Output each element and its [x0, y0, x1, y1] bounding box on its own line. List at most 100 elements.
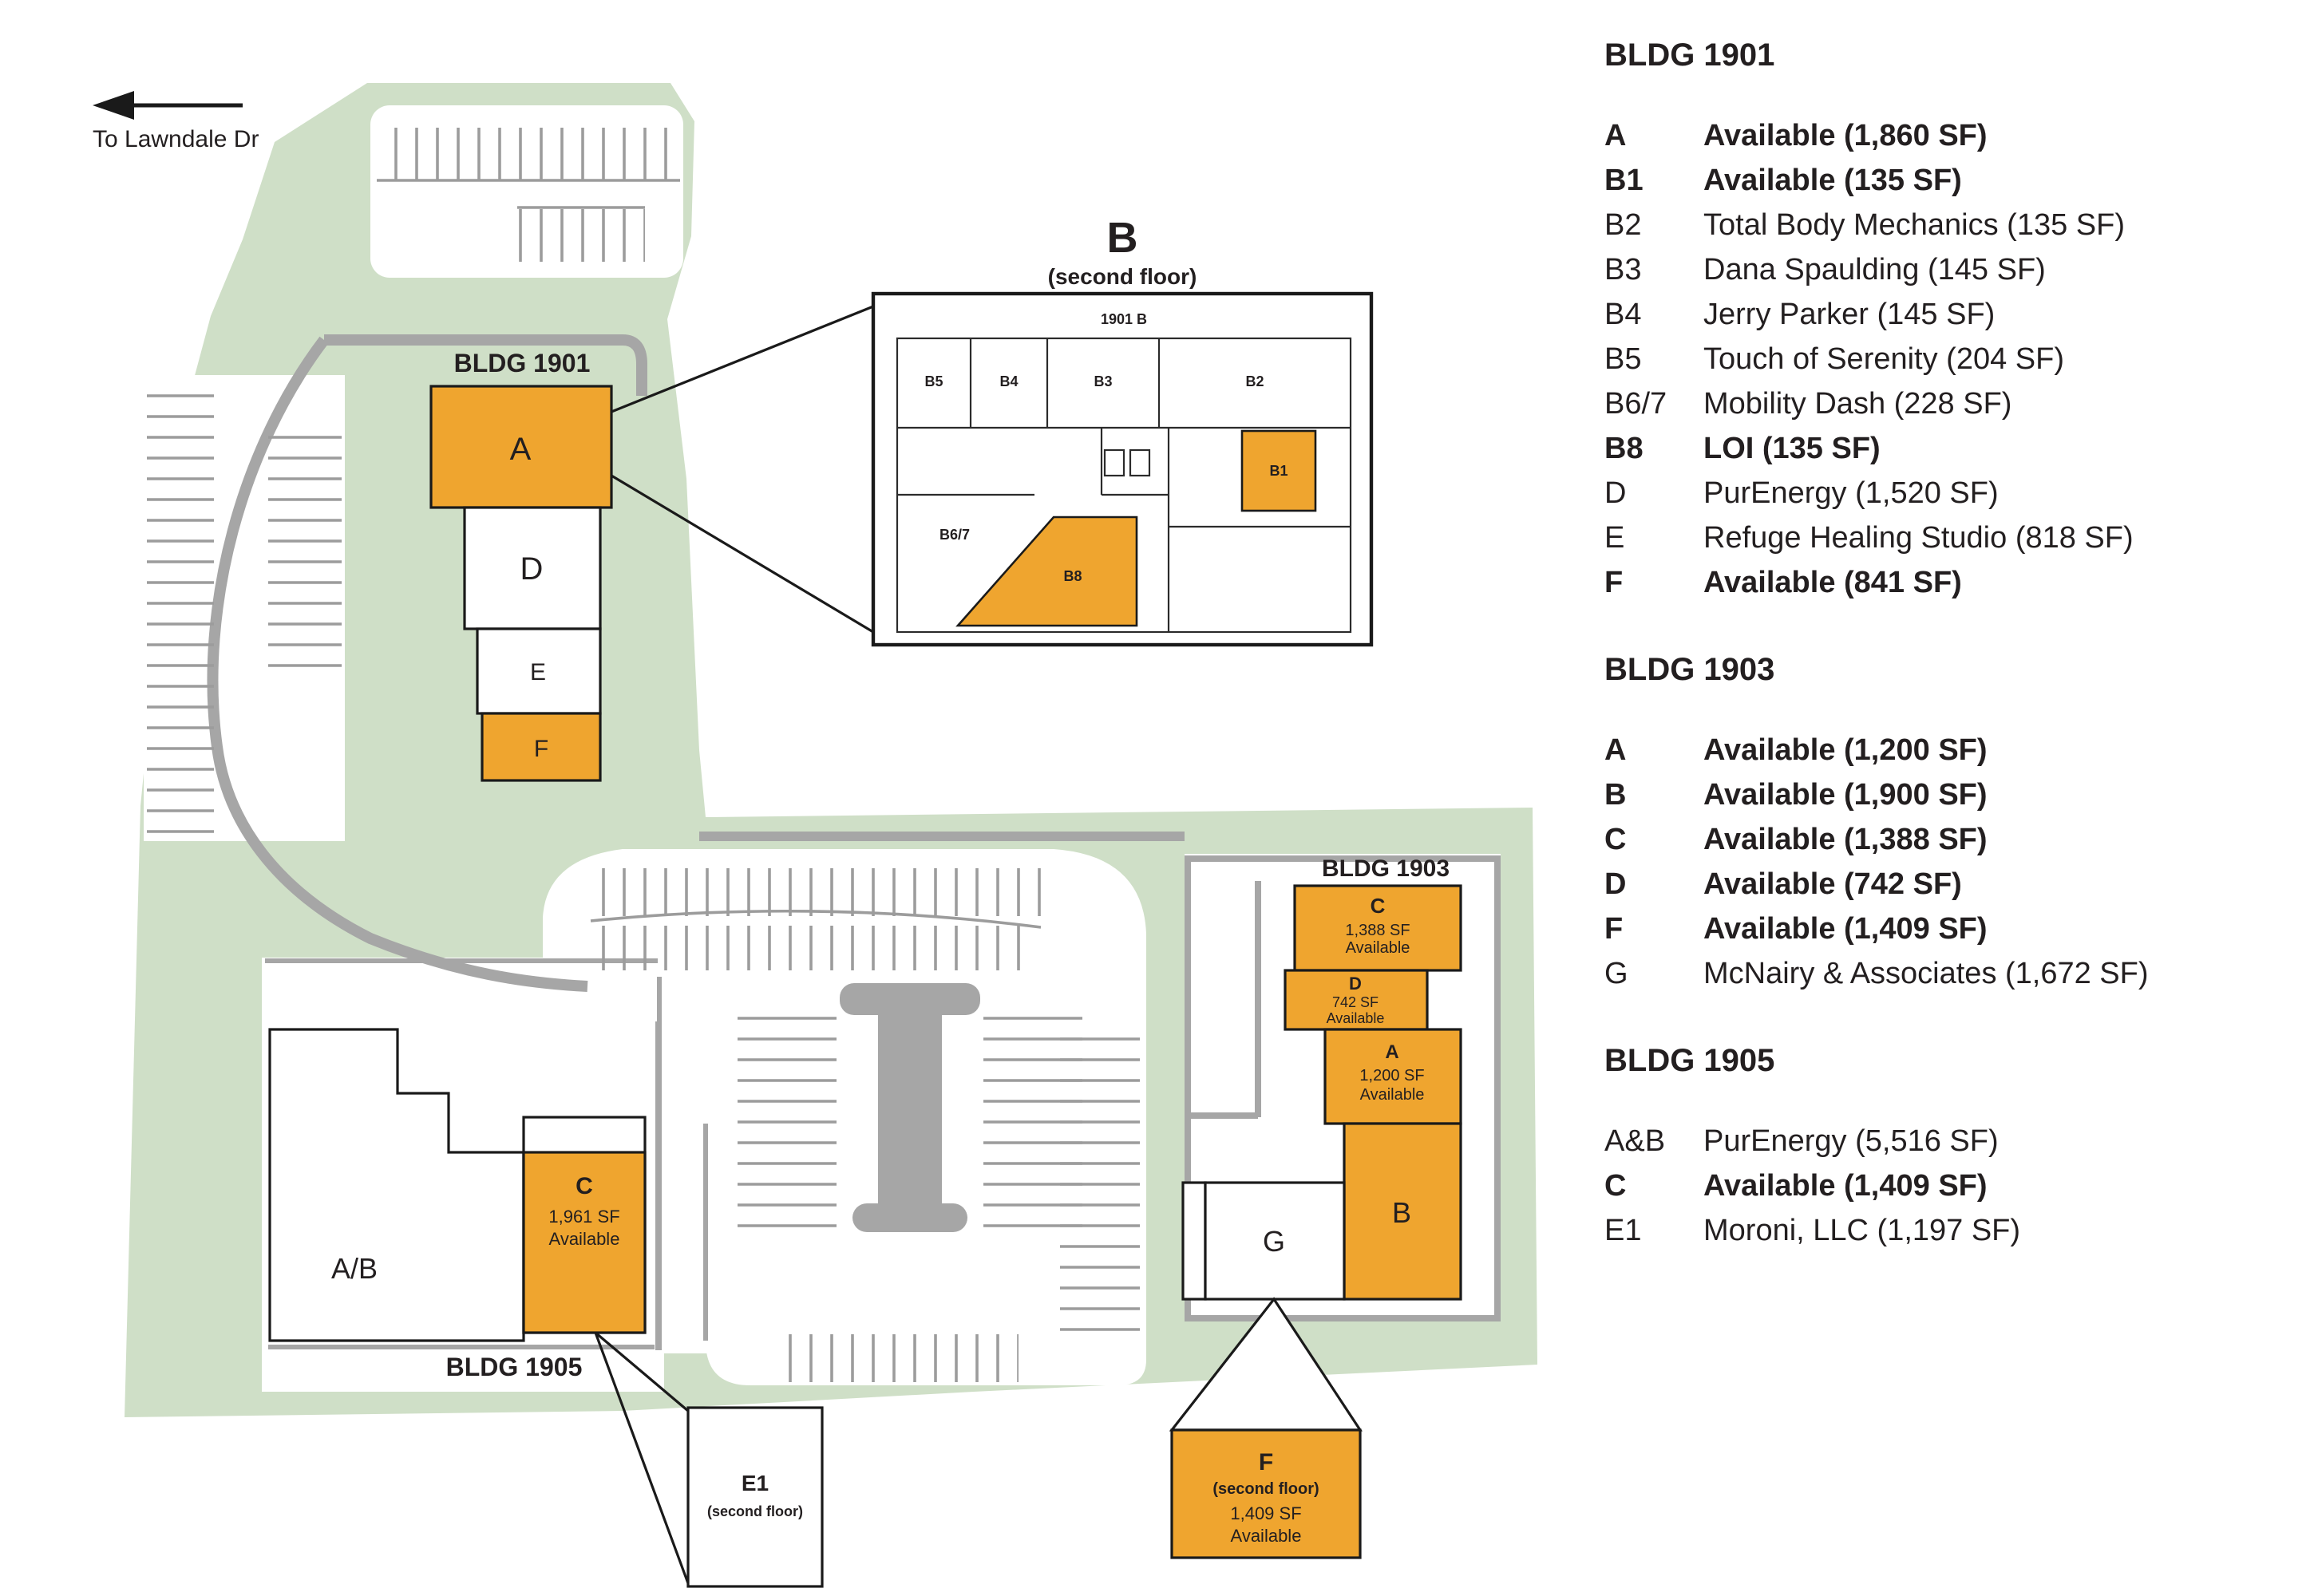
inset-title: B	[1107, 214, 1138, 262]
legend-unit-code: F	[1604, 913, 1624, 946]
legend-section-1905: BLDG 1905 A&B PurEnergy (5,516 SF) C Avail…	[1604, 1044, 2316, 1254]
bldg-1905-unit-ab-label: A/B	[331, 1252, 378, 1285]
legend-row: D Available (742 SF)	[1604, 863, 2316, 908]
f-callout-code: F	[1259, 1449, 1273, 1476]
bldg-1903-unit-d-code: D	[1349, 974, 1362, 994]
f-callout-status: Available	[1231, 1526, 1302, 1546]
legend-unit-code: D	[1604, 868, 1627, 902]
legend-unit-desc: Available (1,200 SF)	[1703, 734, 1988, 768]
legend-unit-desc: McNairy & Associates (1,672 SF)	[1703, 958, 2149, 991]
bldg-1905-unit-ab	[268, 1028, 525, 1342]
legend-unit-code: A	[1604, 734, 1627, 768]
legend-row: B6/7 Mobility Dash (228 SF)	[1604, 383, 2316, 428]
bldg-1903-unit-b-label: B	[1392, 1196, 1411, 1229]
bldg-1901-unit-a-label: A	[510, 432, 532, 467]
bldg-1903-unit-c-sf: 1,388 SF	[1345, 922, 1410, 939]
legend-unit-code: B8	[1604, 433, 1644, 466]
bldg-1903-unit-a	[1323, 1028, 1462, 1125]
legend-section-title: BLDG 1903	[1604, 653, 1775, 688]
legend-row: C Available (1,409 SF)	[1604, 1165, 2316, 1210]
bldg-1903-unit-b	[1343, 1122, 1462, 1301]
inset-room-b1-label: B1	[1269, 463, 1288, 479]
legend-unit-code: E	[1604, 522, 1625, 555]
legend-unit-desc: Mobility Dash (228 SF)	[1703, 388, 2012, 421]
inset-connector-lines	[611, 305, 874, 634]
bldg-1901-unit-d	[463, 506, 602, 630]
legend-section-title: BLDG 1901	[1604, 38, 1775, 73]
bldg-1903-unit-d-status: Available	[1327, 1010, 1385, 1026]
legend-row: B1 Available (135 SF)	[1604, 160, 2316, 204]
legend-unit-desc: Available (841 SF)	[1703, 567, 1962, 600]
legend-unit-desc: LOI (135 SF)	[1703, 433, 1881, 466]
legend-unit-code: A	[1604, 120, 1627, 153]
bldg-1901-unit-f	[481, 712, 602, 782]
roads	[207, 334, 1501, 1350]
second-floor-inset: B (second floor) 1901 B B5 B4 B3 B2	[871, 214, 1374, 647]
inset-floorplan-walls	[896, 337, 1352, 634]
legend-section-1903: BLDG 1903 A Available (1,200 SF) B Availab…	[1604, 653, 2316, 998]
inset-room-b67-label: B6/7	[939, 527, 970, 543]
legend-unit-code: B1	[1604, 164, 1644, 198]
e1-callout-box	[686, 1406, 824, 1588]
bldg-1903-unit-g-strip	[1181, 1181, 1207, 1301]
legend-row: G McNairy & Associates (1,672 SF)	[1604, 953, 2316, 998]
legend-unit-desc: Available (1,900 SF)	[1703, 779, 1988, 812]
inset-room-b8	[955, 516, 1138, 627]
bldg-1901-unit-d-label: D	[520, 551, 544, 587]
legend-unit-code: G	[1604, 958, 1628, 991]
e1-callout-floor: (second floor)	[707, 1503, 803, 1519]
bldg-1903-unit-g	[1204, 1181, 1346, 1301]
bldg-1901-unit-f-label: F	[534, 736, 548, 762]
bldg-1905-unit-c-status: Available	[549, 1229, 620, 1249]
legend-unit-code: B2	[1604, 209, 1642, 243]
bldg-1905-unit-c	[522, 1151, 647, 1334]
bldg-1905-unit-c-sf: 1,961 SF	[548, 1207, 619, 1227]
legend-unit-code: B4	[1604, 298, 1642, 332]
legend-unit-desc: Available (135 SF)	[1703, 164, 1962, 198]
legend-row: E Refuge Healing Studio (818 SF)	[1604, 517, 2316, 562]
f-callout-floor: (second floor)	[1212, 1480, 1319, 1498]
bldg-1901-title: BLDG 1901	[454, 349, 591, 377]
legend-unit-code: C	[1604, 1170, 1627, 1203]
legend-unit-desc: Available (1,860 SF)	[1703, 120, 1988, 153]
bldg-1901: BLDG 1901 A D E F	[429, 349, 613, 782]
bldg-1901-unit-a	[429, 385, 613, 509]
legend-row: A Available (1,200 SF)	[1604, 729, 2316, 774]
e1-callout-lines	[594, 1331, 690, 1584]
inset-room-b4-label: B4	[999, 373, 1018, 389]
bldg-1903-unit-a-code: A	[1385, 1041, 1398, 1063]
legend-unit-desc: Available (742 SF)	[1703, 868, 1962, 902]
legend-section-title: BLDG 1905	[1604, 1044, 1775, 1079]
legend-unit-code: B	[1604, 779, 1627, 812]
bldg-1903-title: BLDG 1903	[1322, 855, 1450, 882]
bldg-1903-unit-d-sf: 742 SF	[1332, 994, 1379, 1010]
f-callout-sf: 1,409 SF	[1230, 1503, 1301, 1523]
legend-unit-desc: Touch of Serenity (204 SF)	[1703, 343, 2064, 377]
legend-unit-code: B6/7	[1604, 388, 1667, 421]
legend-unit-code: C	[1604, 824, 1627, 857]
legend-unit-desc: Moroni, LLC (1,197 SF)	[1703, 1215, 2021, 1248]
legend-unit-desc: Available (1,409 SF)	[1703, 913, 1988, 946]
legend-unit-code: A&B	[1604, 1125, 1666, 1159]
legend-unit-code: E1	[1604, 1215, 1642, 1248]
legend-unit-code: B5	[1604, 343, 1642, 377]
legend-row: A Available (1,860 SF)	[1604, 115, 2316, 160]
street-arrow: To Lawndale Dr	[93, 91, 259, 152]
legend-unit-desc: Refuge Healing Studio (818 SF)	[1703, 522, 2134, 555]
legend-unit-desc: PurEnergy (5,516 SF)	[1703, 1125, 1999, 1159]
bldg-1903-unit-a-sf: 1,200 SF	[1359, 1067, 1424, 1084]
legend-row: B8 LOI (135 SF)	[1604, 428, 2316, 472]
inset-subtitle: (second floor)	[1048, 264, 1197, 289]
inset-room-b5-label: B5	[924, 373, 943, 389]
legend-unit-code: D	[1604, 477, 1627, 511]
legend-unit-desc: Available (1,409 SF)	[1703, 1170, 1988, 1203]
